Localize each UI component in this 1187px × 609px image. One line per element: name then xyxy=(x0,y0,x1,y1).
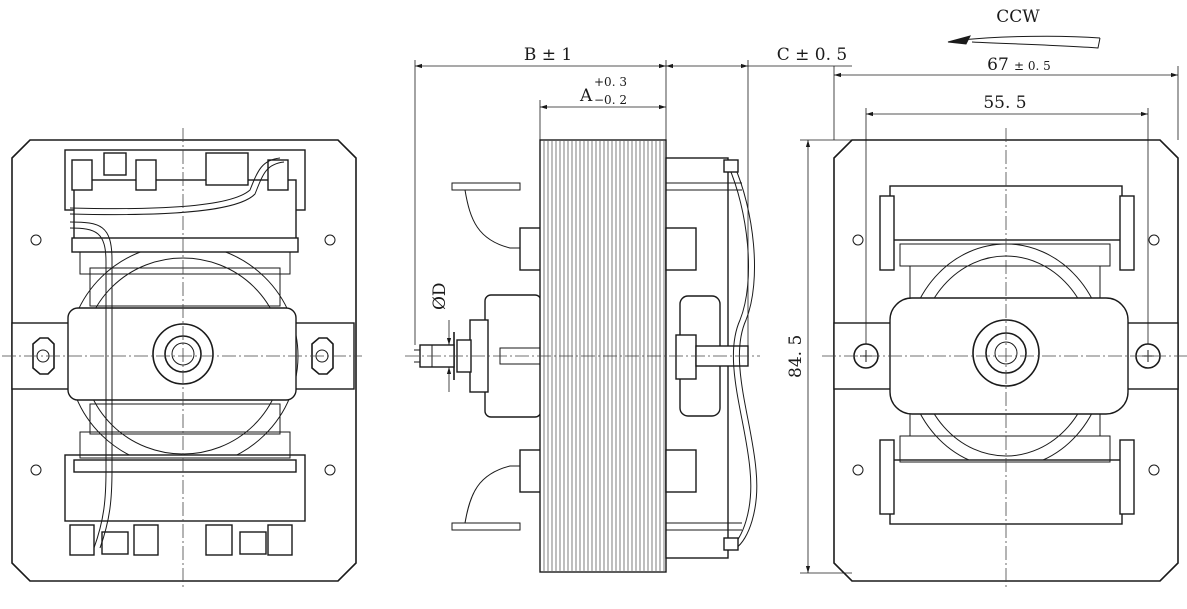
side-blade-top xyxy=(451,182,521,191)
front-mounting-plate xyxy=(833,139,1179,582)
ccw-arrow-body xyxy=(961,35,1101,49)
rear-nut-left xyxy=(32,337,55,375)
front-bearing-outer xyxy=(972,319,1040,387)
rear-view xyxy=(2,128,362,590)
dim-width-label: 67 xyxy=(987,55,1009,75)
rotation-label: CCW xyxy=(996,7,1040,27)
rear-terminal-4 xyxy=(205,152,249,186)
dim-d-label: ØD xyxy=(430,282,450,310)
rear-mounting-plate xyxy=(11,139,357,582)
dim-a-label: A xyxy=(579,86,593,106)
dim-a-upper-tol: +0. 3 xyxy=(594,75,627,89)
dim-c-label: C ± 0. 5 xyxy=(777,45,848,65)
rear-terminal-5 xyxy=(267,159,289,191)
rear-hole-top-left xyxy=(30,234,42,246)
rear-bearing-bracket xyxy=(67,307,297,401)
front-view xyxy=(822,128,1187,590)
rear-terminal-3 xyxy=(135,159,157,191)
rear-lead-wire-1 xyxy=(69,157,281,210)
rear-hole-bottom-right xyxy=(324,464,336,476)
dim-height-label: 84. 5 xyxy=(786,335,806,378)
side-view xyxy=(405,139,760,573)
dimensions: B ± 1 C ± 0. 5 A +0. 3 −0. 2 ØD 67 ± 0. … xyxy=(414,7,1179,574)
side-blade-bottom xyxy=(451,522,521,531)
side-rear-strap-top xyxy=(666,182,742,191)
ccw-arrow-head xyxy=(947,35,971,45)
dim-b-label: B ± 1 xyxy=(524,45,572,65)
rear-hole-top-right xyxy=(324,234,336,246)
dim-a-lower-tol: −0. 2 xyxy=(594,93,627,107)
rear-lead-wire-2 xyxy=(69,221,113,549)
rear-terminal-2 xyxy=(103,152,127,176)
rear-terminal-6 xyxy=(69,524,95,556)
side-lead-wire-a xyxy=(727,164,752,549)
rear-hole-bottom-left xyxy=(30,464,42,476)
rear-terminal-1 xyxy=(71,159,93,191)
rear-nut-right xyxy=(311,337,334,375)
dim-width-tol: ± 0. 5 xyxy=(1014,59,1051,73)
dim-hole-spacing-label: 55. 5 xyxy=(983,93,1026,113)
